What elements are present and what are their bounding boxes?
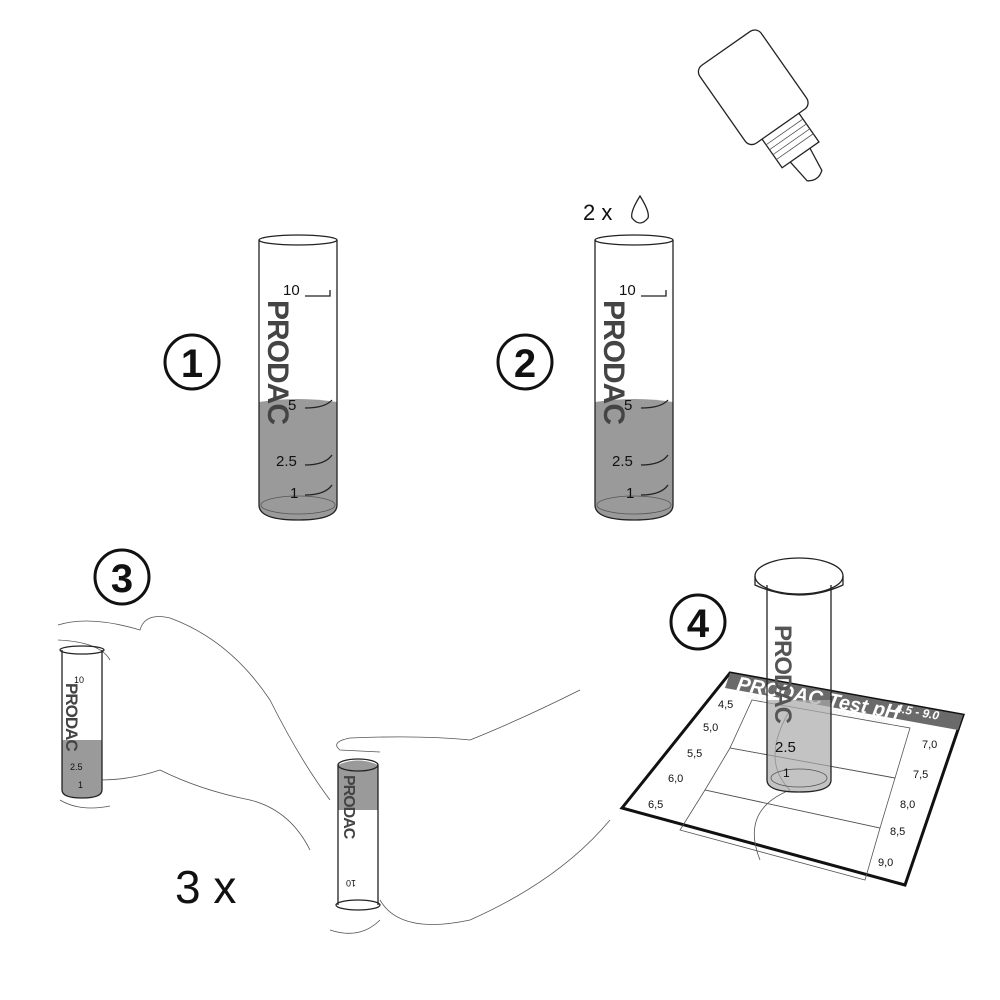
scale-label: 10 — [619, 282, 636, 299]
ph-value: 5,5 — [687, 748, 702, 760]
scale-label: 2.5 — [70, 762, 83, 772]
step-3-badge: 3 — [93, 548, 151, 606]
step-4: 4 PRODAC Test pH 4.5 - 9.0 SCALA COLORIM… — [619, 557, 965, 887]
scale-label: 10 — [346, 878, 356, 888]
step-1-badge: 1 — [163, 333, 221, 391]
ph-value: 5,0 — [703, 722, 718, 734]
step-number: 3 — [111, 557, 133, 601]
step-number: 1 — [181, 342, 203, 386]
test-tube-small: 10 2.5 1 PRODAC — [59, 645, 105, 799]
scale-label: 1 — [290, 485, 298, 502]
scale-label: 2.5 — [775, 739, 796, 756]
ph-value: 7,0 — [922, 739, 937, 751]
step-4-badge: 4 — [669, 593, 727, 651]
scale-label: 2.5 — [276, 453, 297, 470]
tube-brand: PRODAC — [340, 775, 357, 840]
ph-value: 8,0 — [900, 799, 915, 811]
scale-label: 2.5 — [612, 453, 633, 470]
scale-label: 1 — [626, 485, 634, 502]
scale-label: 1 — [78, 780, 83, 790]
drops-count-label: 2 x — [583, 200, 612, 225]
scale-label: 10 — [283, 282, 300, 299]
scale-label: 1 — [783, 766, 790, 780]
step-2-badge: 2 — [496, 333, 554, 391]
step-3: 3 10 2.5 1 PRODAC PRODAC 10 3 x — [57, 548, 611, 934]
hand-left — [57, 616, 331, 851]
scale-label: 10 — [74, 675, 84, 685]
reagent-bottle — [697, 29, 823, 182]
capped-test-tube: 2.5 1 PRODAC — [754, 557, 844, 793]
test-tube-inverted: PRODAC 10 — [335, 758, 381, 911]
ph-value: 6,5 — [648, 799, 663, 811]
hand-right — [329, 689, 611, 934]
test-tube: 10 5 2.5 1 PRODAC — [258, 234, 338, 521]
tube-brand: PRODAC — [62, 683, 81, 751]
color-scale-chart: PRODAC Test pH 4.5 - 9.0 SCALA COLORIMET… — [619, 671, 965, 887]
tube-brand: PRODAC — [261, 300, 294, 424]
test-tube: 10 5 2.5 1 PRODAC — [594, 234, 674, 521]
step-number: 2 — [514, 342, 536, 386]
tube-brand: PRODAC — [597, 300, 630, 424]
tube-brand: PRODAC — [769, 625, 796, 724]
drop-icon — [631, 194, 649, 224]
ph-value: 9,0 — [878, 857, 893, 869]
step-number: 4 — [687, 602, 710, 646]
step-2: 2 10 5 2.5 1 PRODAC 2 x — [496, 29, 823, 521]
ph-value: 6,0 — [668, 773, 683, 785]
step-1: 1 10 5 2.5 1 PRODAC — [163, 234, 338, 521]
ph-value: 4,5 — [718, 699, 733, 711]
scale-label: 5 — [624, 397, 632, 414]
ph-value: 8,5 — [890, 826, 905, 838]
shake-count-label: 3 x — [175, 861, 236, 913]
scale-label: 5 — [288, 397, 296, 414]
ph-value: 7,5 — [913, 769, 928, 781]
